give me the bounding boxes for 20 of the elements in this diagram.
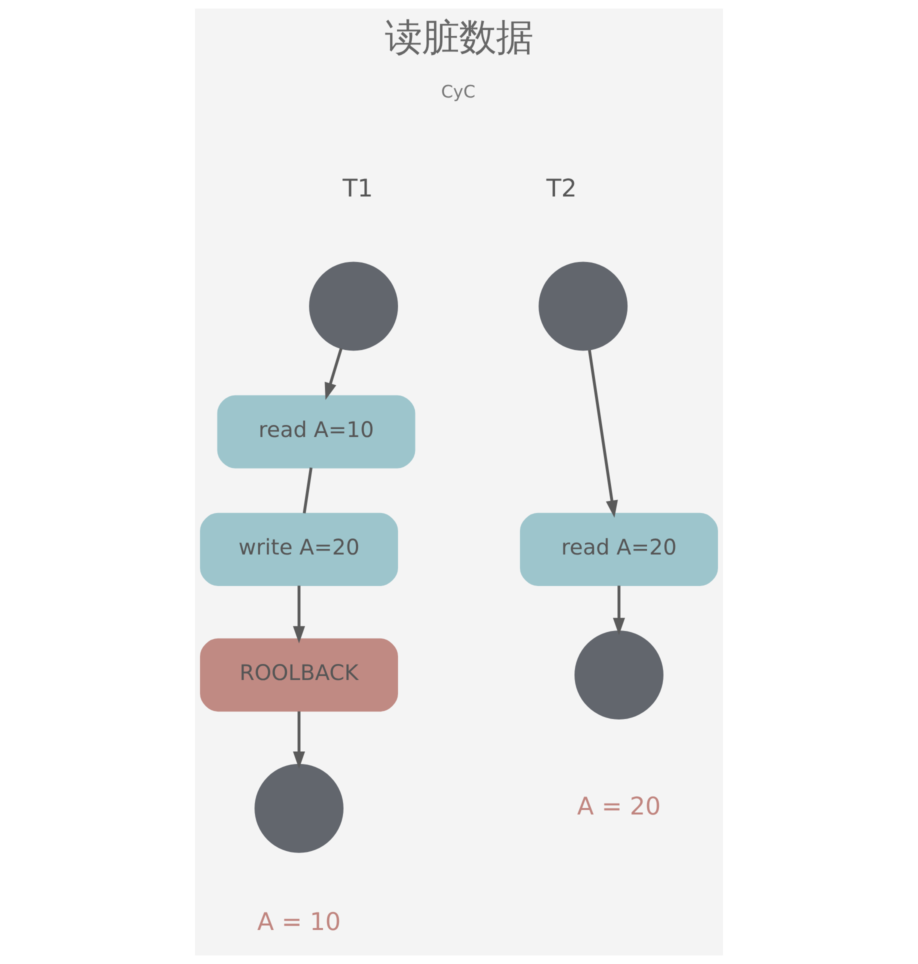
arrow [588,350,618,518]
node-box: ROOLBACK [200,638,398,712]
node-label: A = 10 [257,906,341,936]
node-box: read A=10 [217,395,416,468]
diagram-title: 读脏数据 [385,14,533,59]
arrow [324,348,342,400]
arrow [292,711,306,769]
label: T2 [546,174,577,203]
connector [302,467,312,514]
node-label: A = 20 [577,791,661,820]
label: CyC [441,82,476,103]
arrow [292,586,306,644]
node-circle [309,262,398,351]
node-box: write A=20 [200,512,398,586]
node-circle [254,764,344,853]
label: T1 [342,174,374,203]
node-box: read A=20 [520,512,718,586]
arrow [612,586,626,636]
node-circle [574,630,664,720]
node-circle [538,262,628,351]
